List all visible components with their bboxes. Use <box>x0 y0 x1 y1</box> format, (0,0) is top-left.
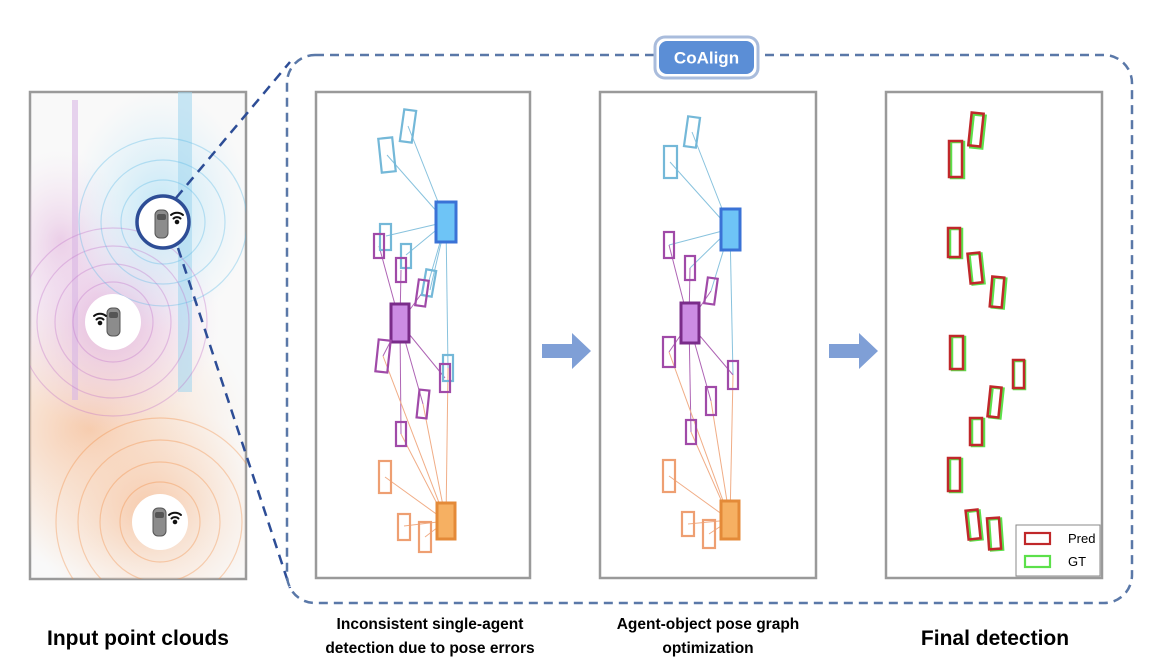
caption-line: optimization <box>662 640 754 657</box>
legend-pred-swatch <box>1023 531 1052 546</box>
caption-pose-graph-optimization: Agent-object pose graph optimization <box>575 613 841 661</box>
zoom-connector <box>175 61 292 589</box>
caption-line: Agent-object pose graph <box>616 616 800 633</box>
agent-node-blue <box>434 200 458 244</box>
caption-inconsistent-detection: Inconsistent single-agent detection due … <box>290 613 570 661</box>
right-arrow-icon <box>829 333 878 369</box>
wifi-icon <box>93 312 107 326</box>
agent-node-purple <box>389 302 411 344</box>
car-icon <box>154 209 169 239</box>
wifi-icon <box>170 211 184 225</box>
right-arrow-icon <box>542 333 591 369</box>
panel-pose-graph-optimization <box>598 90 818 580</box>
pred-boxes <box>946 111 1026 551</box>
legend: Pred GT <box>1015 524 1101 577</box>
input-point-cloud-panel <box>28 90 248 581</box>
car-icon <box>152 507 167 537</box>
panel-inconsistent-detection <box>314 90 532 580</box>
legend-gt-label: GT <box>1068 554 1086 569</box>
wifi-icon <box>168 511 182 525</box>
caption-line: Inconsistent single-agent <box>336 616 524 633</box>
agent-node-orange <box>435 501 457 541</box>
legend-gt-swatch <box>1023 554 1052 569</box>
agent-node-purple <box>679 301 701 345</box>
legend-pred-label: Pred <box>1068 531 1095 546</box>
agent-node-blue <box>719 207 742 252</box>
panel-final-detection: Pred GT <box>884 90 1104 580</box>
caption-final-detection: Final detection <box>920 627 1070 650</box>
agent-node-orange <box>719 499 741 541</box>
car-icon <box>106 307 121 337</box>
coalign-badge: CoAlign <box>653 35 760 80</box>
caption-input-point-clouds: Input point clouds <box>47 627 229 650</box>
caption-line: detection due to pose errors <box>325 640 535 657</box>
coalign-badge-label: CoAlign <box>674 49 739 68</box>
